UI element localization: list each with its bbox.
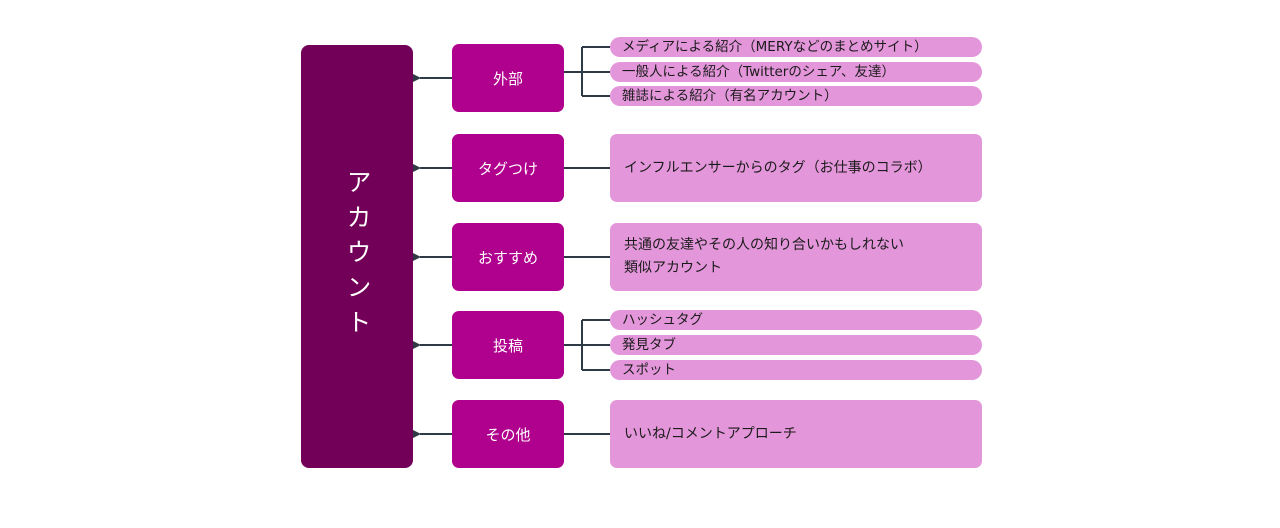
category-recommend: おすすめ — [452, 223, 564, 291]
bracket-external — [564, 46, 610, 97]
recommend-description: 共通の友達やその人の知り合いかもしれない 類似アカウント — [610, 223, 982, 291]
external-item-media: メディアによる紹介（MERYなどのまとめサイト） — [610, 37, 982, 57]
recommend-item-mutual: 共通の友達やその人の知り合いかもしれない — [624, 237, 904, 253]
account-label: アカウント — [343, 169, 372, 344]
other-item-like-comment: いいね/コメントアプローチ — [610, 400, 982, 468]
posting-item-explore: 発見タブ — [610, 335, 982, 355]
posting-item-hashtag: ハッシュタグ — [610, 310, 982, 330]
external-item-magazine: 雑誌による紹介（有名アカウント） — [610, 86, 982, 106]
account-box — [301, 45, 413, 468]
category-other: その他 — [452, 400, 564, 468]
recommend-item-similar: 類似アカウント — [624, 260, 722, 276]
category-posting: 投稿 — [452, 311, 564, 379]
tagging-item-influencer: インフルエンサーからのタグ（お仕事のコラボ） — [610, 134, 982, 202]
bracket-posting — [564, 319, 610, 371]
category-external: 外部 — [452, 44, 564, 112]
category-tagging: タグつけ — [452, 134, 564, 202]
posting-item-spot: スポット — [610, 360, 982, 380]
external-item-public: 一般人による紹介（Twitterのシェア、友達） — [610, 62, 982, 82]
